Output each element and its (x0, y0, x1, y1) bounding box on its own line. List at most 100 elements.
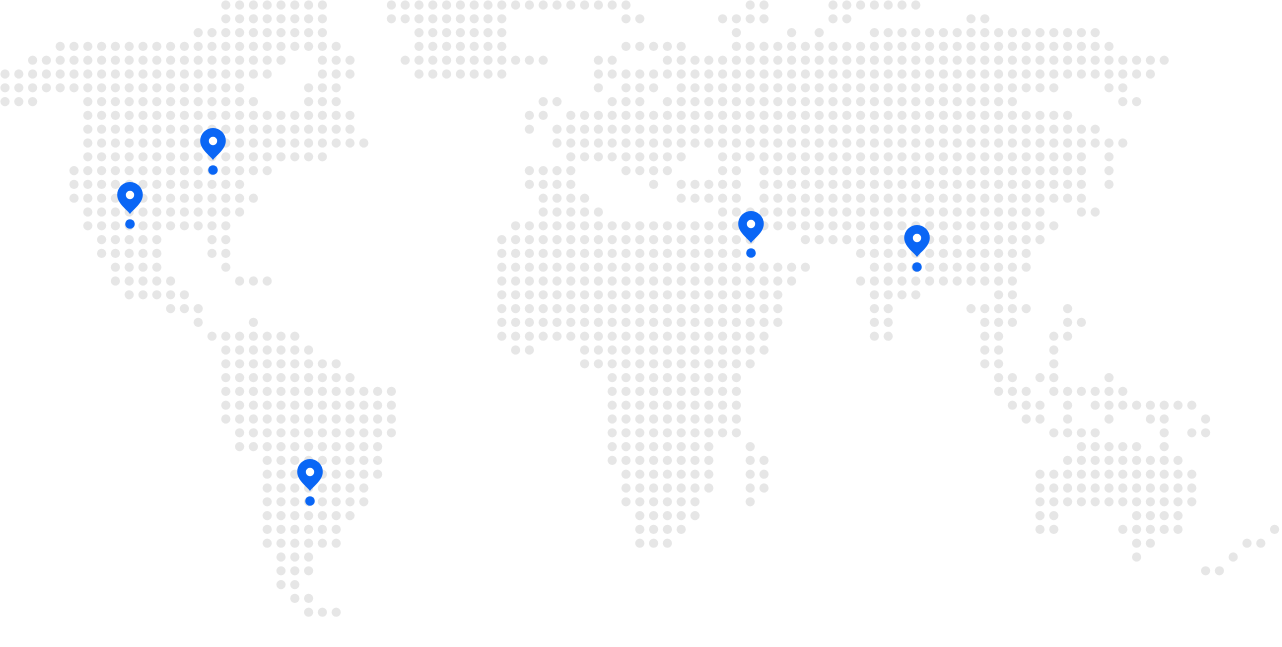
land-dot (856, 41, 866, 52)
land-dot (248, 14, 258, 24)
land-dot (745, 290, 755, 300)
land-dot (580, 124, 590, 134)
land-dot (510, 0, 521, 10)
land-dot (235, 110, 245, 120)
land-dot (759, 331, 769, 341)
land-dot (635, 331, 645, 341)
land-dot (1159, 400, 1169, 410)
land-dot (262, 455, 272, 465)
land-dot (938, 124, 949, 134)
land-dot (883, 110, 893, 120)
land-dot (235, 152, 245, 162)
land-dot (207, 193, 217, 203)
land-dot (911, 55, 921, 65)
land-dot (869, 138, 880, 148)
land-dot (966, 235, 976, 245)
land-dot (483, 14, 493, 24)
land-dot (787, 166, 797, 176)
land-dot (235, 428, 245, 438)
land-dot (317, 386, 327, 396)
pin-north-america-west[interactable] (117, 182, 143, 229)
land-dot (704, 262, 714, 272)
land-dot (1035, 235, 1045, 245)
land-dot (745, 262, 755, 272)
land-dot (676, 442, 686, 452)
land-dot (235, 97, 245, 107)
land-dot (221, 41, 231, 52)
land-dot (235, 179, 245, 189)
land-dot (1104, 166, 1114, 176)
land-dot (193, 304, 203, 314)
land-dot (1104, 138, 1114, 148)
land-dot (331, 69, 341, 79)
land-dot (276, 469, 286, 479)
land-dot (345, 497, 355, 507)
land-dot (193, 166, 203, 176)
land-dot (359, 414, 369, 424)
land-dot (97, 41, 107, 52)
land-dot (304, 566, 314, 576)
land-dot (290, 455, 300, 465)
land-dot (138, 166, 148, 176)
land-dot (718, 373, 728, 383)
land-dot (566, 290, 576, 300)
land-dot (1035, 414, 1045, 424)
pin-middle-east[interactable] (738, 211, 764, 258)
land-dot (497, 317, 507, 327)
pin-north-america-east[interactable] (200, 128, 226, 175)
land-dot (690, 455, 700, 465)
land-dot (497, 248, 507, 258)
land-dot (635, 373, 645, 383)
land-dot (980, 179, 990, 189)
land-dot (773, 166, 783, 176)
land-dot (952, 193, 962, 203)
land-dot (593, 262, 604, 272)
land-dot (27, 97, 38, 107)
land-dot (635, 138, 645, 148)
land-dot (345, 69, 355, 79)
land-dot (442, 69, 452, 79)
land-dot (552, 290, 562, 300)
land-dot (248, 97, 258, 107)
land-dot (869, 304, 880, 314)
land-dot (193, 124, 203, 134)
land-dot (814, 55, 824, 65)
land-dot (262, 428, 272, 438)
pin-south-america[interactable] (297, 459, 323, 506)
land-dot (179, 97, 189, 107)
land-dot (580, 248, 590, 258)
land-dot (538, 0, 548, 10)
land-dot (524, 248, 535, 258)
land-dot (248, 193, 258, 203)
land-dot (580, 276, 590, 286)
land-dot (1090, 55, 1100, 65)
land-dot (1007, 152, 1018, 162)
land-dot (317, 538, 327, 548)
land-dot (1063, 55, 1073, 65)
land-dot (911, 138, 921, 148)
land-dot (1007, 83, 1018, 93)
land-dot (1104, 442, 1114, 452)
land-dot (662, 166, 673, 176)
land-dot (745, 69, 755, 79)
land-dot (97, 207, 107, 217)
land-dot (138, 55, 148, 65)
land-dot (455, 69, 465, 79)
land-dot (607, 97, 617, 107)
land-dot (290, 510, 300, 521)
land-dot (1021, 386, 1031, 396)
pin-south-asia[interactable] (904, 225, 930, 272)
location-pins (117, 128, 930, 506)
land-dot (166, 152, 176, 162)
land-dot (166, 83, 176, 93)
land-dot (69, 166, 79, 176)
land-dot (1118, 442, 1128, 452)
land-dot (1173, 510, 1183, 521)
land-dot (262, 359, 272, 369)
land-dot (690, 221, 700, 231)
land-dot (1063, 386, 1073, 396)
land-dot (952, 276, 962, 286)
land-dot (83, 110, 93, 120)
land-dot (193, 110, 203, 120)
land-dot (897, 152, 907, 162)
